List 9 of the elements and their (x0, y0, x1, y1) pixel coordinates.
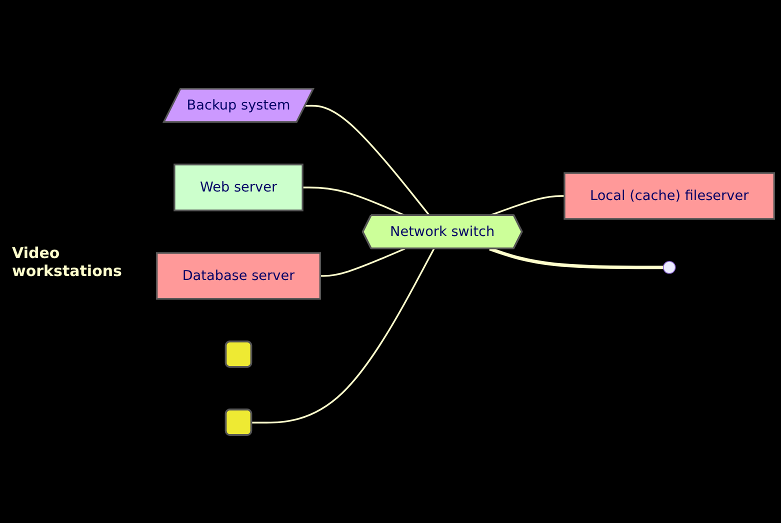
connector (305, 104, 430, 216)
node-box: Database server (156, 252, 322, 300)
connector (302, 186, 406, 216)
connector (320, 248, 406, 276)
connector (252, 248, 435, 424)
node-box: Local (cache) fileserver (564, 172, 776, 220)
node-box: Web server (174, 163, 304, 211)
connector (489, 246, 664, 269)
group-label: Video workstations (12, 244, 123, 280)
